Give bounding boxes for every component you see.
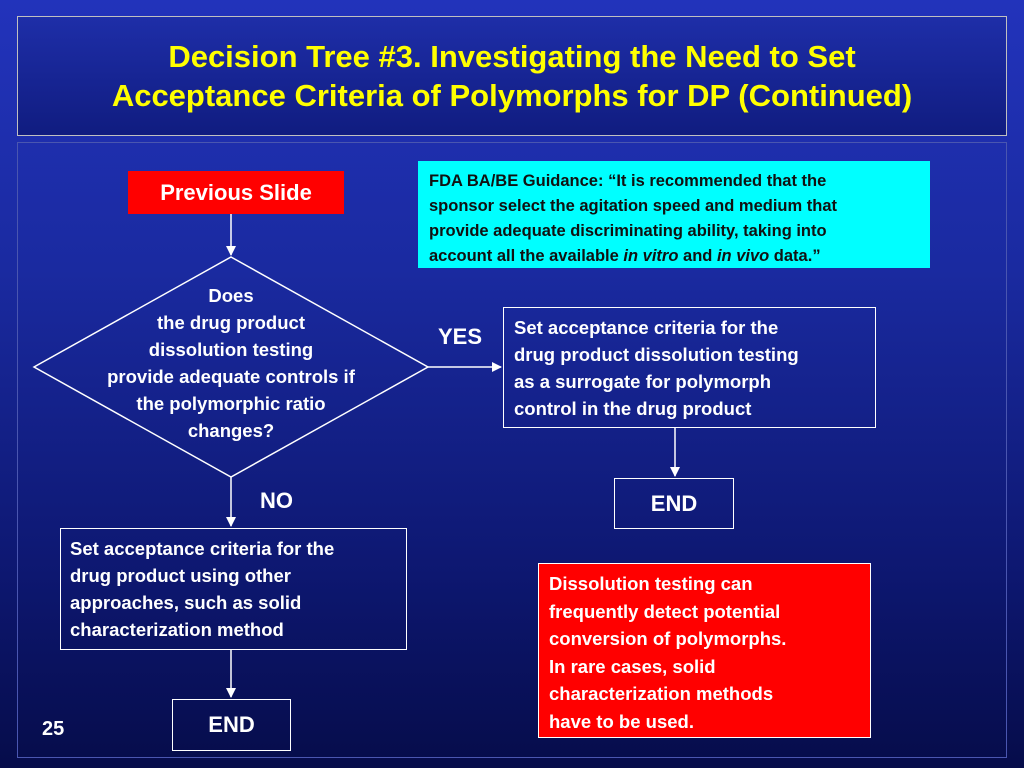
yes-outcome-line: control in the drug product — [514, 398, 752, 419]
no-outcome-line: approaches, such as solid — [70, 592, 302, 613]
note-line: have to be used. — [549, 710, 694, 732]
fda-line-3: provide adequate discriminating ability,… — [429, 222, 827, 240]
title-line-2: Acceptance Criteria of Polymorphs for DP… — [111, 78, 913, 113]
fda-guidance-callout: FDA BA/BE Guidance: “It is recommended t… — [418, 161, 930, 268]
end-box-no: END — [172, 699, 291, 751]
fda-line-4-suffix: data.” — [769, 247, 821, 265]
fda-line-4: account all the available in vitro and i… — [429, 244, 922, 269]
previous-slide-button[interactable]: Previous Slide — [128, 171, 344, 214]
note-line: conversion of polymorphs. — [549, 628, 787, 649]
note-line: In rare cases, solid — [549, 655, 716, 677]
decision-line: provide adequate controls if — [107, 366, 355, 387]
yes-label: YES — [438, 324, 483, 349]
yes-outcome-line: as a surrogate for polymorph — [514, 371, 771, 392]
yes-outcome-box: Set acceptance criteria for the drug pro… — [503, 307, 876, 428]
no-outcome-box: Set acceptance criteria for the drug pro… — [60, 528, 407, 650]
content-frame — [17, 142, 1007, 758]
note-line: frequently detect potential — [549, 600, 781, 622]
slide-number: 25 — [42, 718, 65, 740]
no-outcome-line: characterization method — [70, 619, 284, 640]
dissolution-note-callout: Dissolution testing can frequently detec… — [538, 563, 871, 738]
yes-outcome-line: drug product dissolution testing — [514, 344, 799, 365]
fda-line-4-prefix: account all the available — [429, 247, 624, 265]
fda-in-vitro: in vitro — [623, 247, 679, 265]
fda-in-vivo: in vivo — [716, 247, 770, 265]
decision-question: Does the drug product dissolution testin… — [72, 282, 390, 444]
decision-line: the polymorphic ratio — [136, 393, 326, 414]
decision-line: the drug product — [157, 312, 305, 333]
yes-outcome-line: Set acceptance criteria for the — [514, 317, 779, 338]
note-line: characterization methods — [549, 683, 774, 704]
decision-line: changes? — [187, 420, 275, 441]
fda-line-4-mid: and — [678, 247, 717, 265]
no-outcome-line: Set acceptance criteria for the — [70, 538, 335, 559]
note-line: Dissolution testing can — [549, 573, 753, 594]
end-box-yes: END — [614, 478, 734, 529]
decision-line: Does — [208, 285, 254, 306]
no-outcome-line: drug product using other — [70, 565, 291, 586]
decision-line: dissolution testing — [148, 339, 314, 360]
title-line-1: Decision Tree #3. Investigating the Need… — [168, 39, 856, 74]
title-box: Decision Tree #3. Investigating the Need… — [17, 16, 1007, 136]
fda-line-1: FDA BA/BE Guidance: “It is recommended t… — [429, 172, 827, 190]
no-label: NO — [260, 488, 293, 513]
fda-line-2: sponsor select the agitation speed and m… — [429, 197, 837, 215]
